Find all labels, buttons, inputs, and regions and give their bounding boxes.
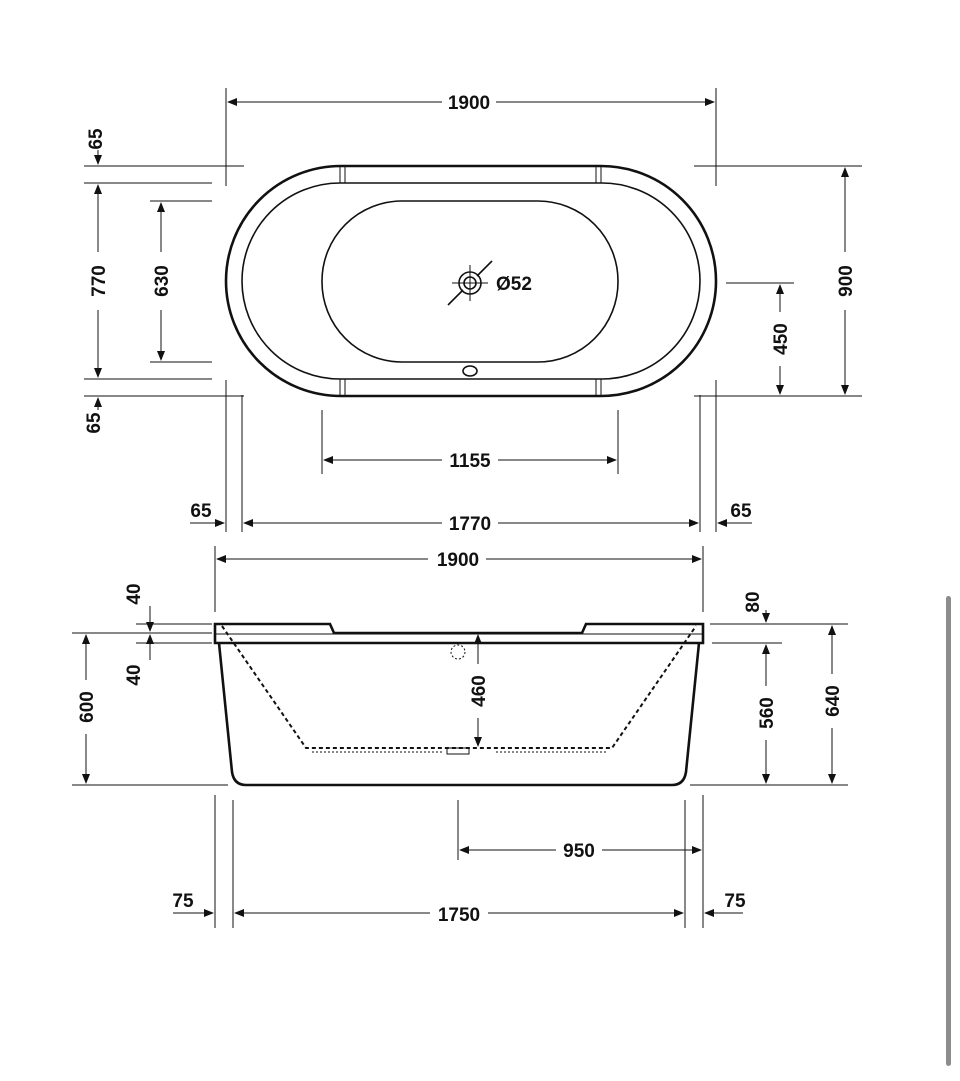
dim-side-rim-height: 80: [743, 591, 764, 612]
dim-side-foot-left: 75: [172, 891, 194, 912]
tub-basin: [321, 200, 619, 363]
dim-side-length: 1900: [437, 550, 479, 571]
tub-body-profile: [217, 642, 701, 787]
tub-outer-outline: [224, 164, 718, 398]
dim-drain-diameter: Ø52: [496, 274, 532, 295]
dim-top-rim-left: 65: [190, 501, 212, 522]
overflow-icon: [462, 365, 478, 377]
dim-top-length: 1900: [448, 93, 490, 114]
dim-side-foot-right: 75: [724, 891, 746, 912]
tub-rim-profile: [213, 622, 705, 645]
dim-side-body-height: 600: [77, 691, 98, 723]
dim-top-rim-top: 65: [86, 128, 107, 150]
dim-top-overall-width: 900: [836, 265, 857, 297]
dim-side-base-length: 1750: [438, 905, 480, 926]
dim-side-rim-step-bottom: 40: [124, 664, 145, 685]
dim-top-rim-bottom: 65: [84, 412, 105, 434]
dim-side-drain-distance: 950: [563, 841, 595, 862]
dim-top-basin-length: 1155: [449, 451, 491, 472]
dim-top-drain-offset: 450: [771, 323, 792, 355]
dim-top-rim-right: 65: [730, 501, 752, 522]
dim-side-inner-height: 560: [757, 697, 778, 729]
top-view: 1900 65 770 630 65 900 450 Ø52 1155 65: [84, 88, 862, 535]
side-overflow-icon: [450, 644, 466, 660]
dim-top-inner-length: 1770: [449, 514, 491, 535]
vertical-scrollbar[interactable]: [946, 596, 951, 1066]
side-view: 1900 40 40 600 460 80 560 640 950 75: [72, 546, 848, 928]
dim-side-rim-step-top: 40: [124, 583, 145, 604]
tub-inner-rim: [241, 182, 701, 380]
dim-side-overall-height: 640: [823, 685, 844, 717]
dim-side-overflow-height: 460: [469, 675, 490, 707]
dim-top-inner-width: 770: [89, 265, 110, 297]
dim-top-basin-width: 630: [152, 265, 173, 297]
drain-icon: [447, 260, 493, 306]
